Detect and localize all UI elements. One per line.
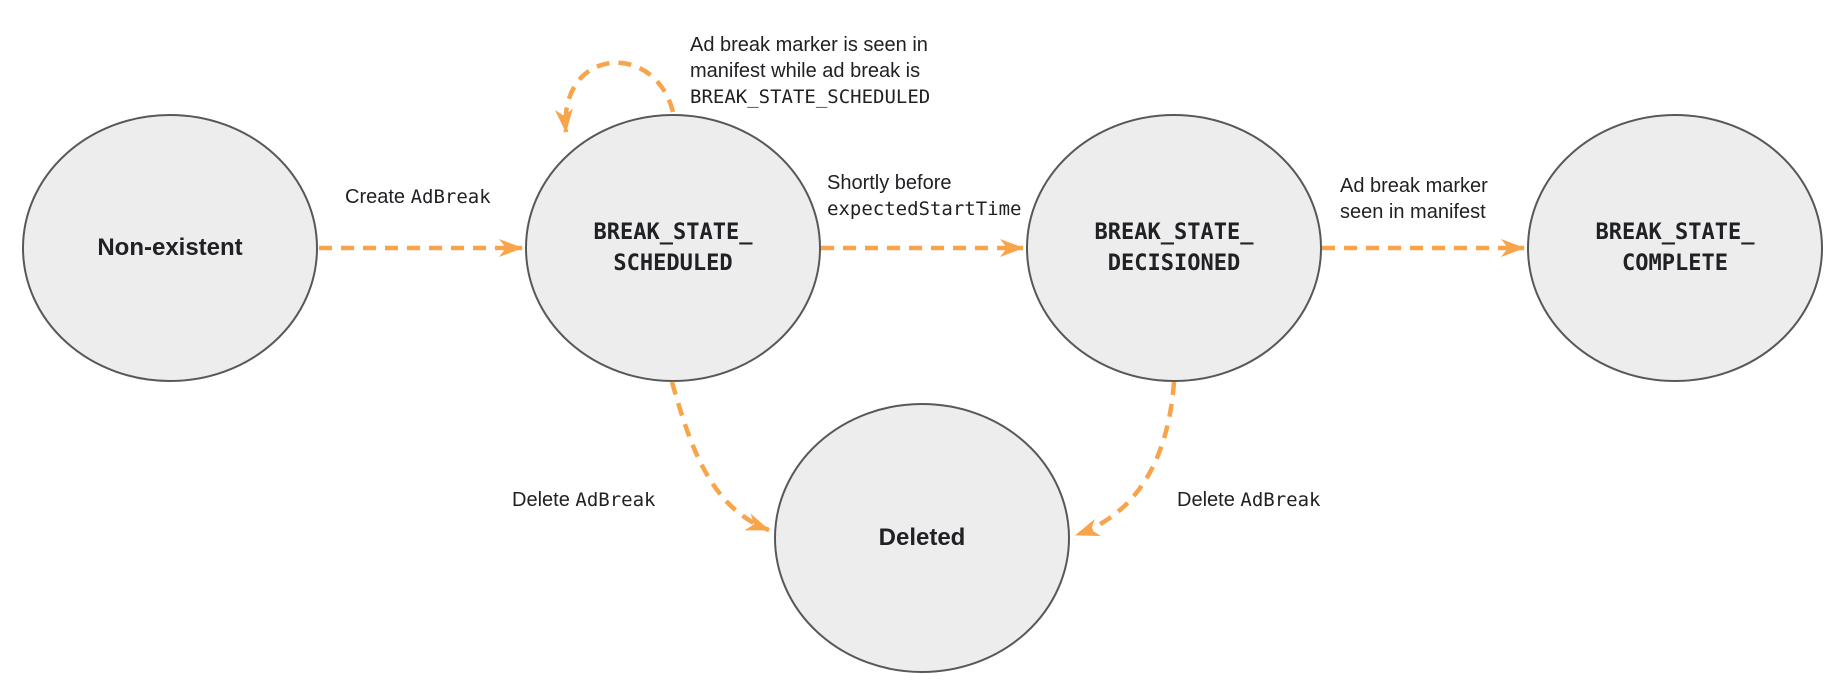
- transition-arrows: [319, 60, 1525, 538]
- state-label-break-state-complete: BREAK_STATE_ COMPLETE: [1595, 220, 1755, 276]
- state-label-non-existent: Non-existent: [97, 234, 243, 261]
- edge-label-marker-seen: Ad break marker seen in manifest: [1340, 175, 1488, 223]
- edge-label-self-loop: Ad break marker is seen in manifest whil…: [690, 34, 931, 108]
- edge-label-delete-adbreak-left: Delete AdBreak: [512, 489, 656, 511]
- state-label-break-state-scheduled: BREAK_STATE_ SCHEDULED: [593, 220, 753, 276]
- edge-label-shortly-before: Shortly before expectedStartTime: [827, 172, 1022, 220]
- state-label-deleted: Deleted: [878, 524, 966, 551]
- state-node-deleted: [774, 403, 1070, 673]
- state-node-break-state-scheduled: [525, 114, 821, 382]
- state-node-non-existent: [22, 114, 318, 382]
- arrow-self-loop-scheduled: [554, 60, 676, 133]
- arrow-delete-from-scheduled: [669, 381, 770, 533]
- edge-label-delete-adbreak-right: Delete AdBreak: [1177, 489, 1321, 511]
- state-node-break-state-complete: [1527, 114, 1823, 382]
- state-node-break-state-decisioned: [1026, 114, 1322, 382]
- edge-label-create-adbreak: Create AdBreak: [345, 186, 491, 208]
- state-nodes: [22, 114, 1823, 673]
- state-label-break-state-decisioned: BREAK_STATE_ DECISIONED: [1094, 220, 1254, 276]
- arrow-delete-from-decisioned: [1075, 381, 1177, 538]
